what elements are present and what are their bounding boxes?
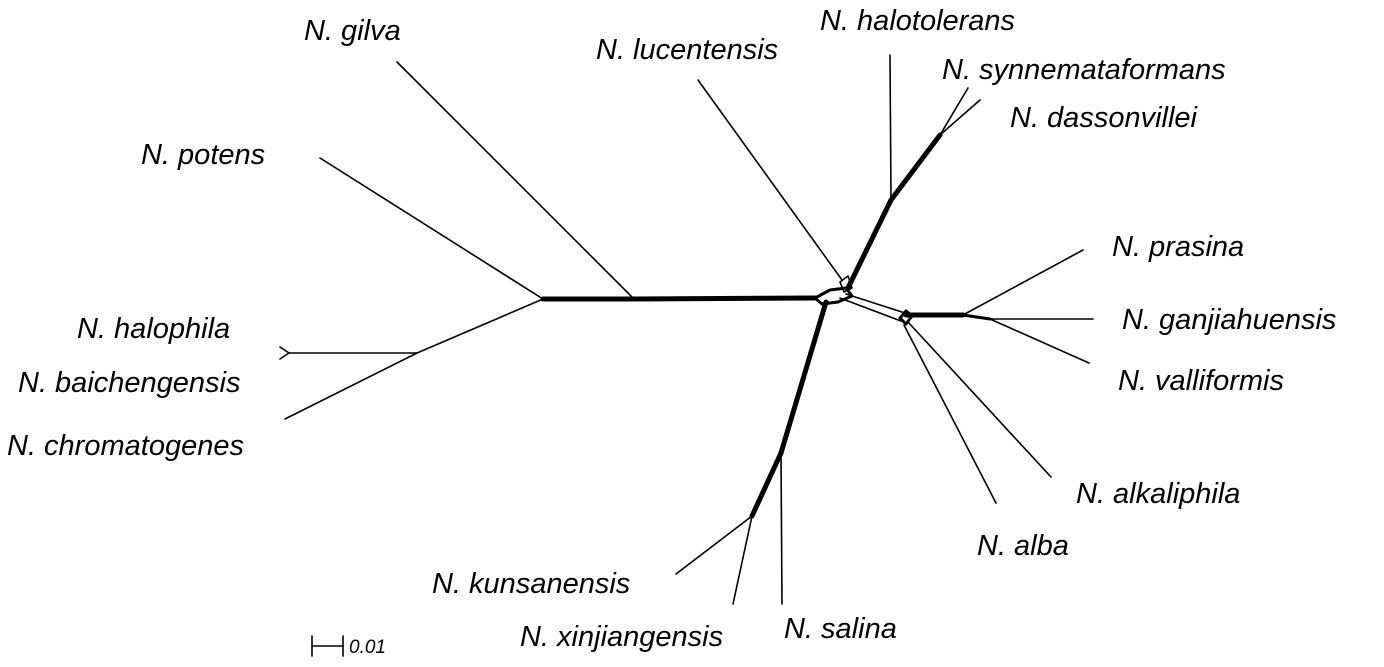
edge-bottom-backbone [778, 299, 829, 456]
label-halotolerans: N. halotolerans [820, 5, 1015, 37]
edge-chromatogenes-group [416, 298, 544, 354]
label-xinjiangensis: N. xinjiangensis [520, 621, 723, 653]
edge-top-backbone [845, 197, 894, 291]
bottom-cluster-edges [675, 299, 829, 605]
edge-alkaliphila [907, 321, 1052, 478]
edge-center-to-right [845, 293, 906, 314]
label-lucentensis: N. lucentensis [596, 34, 778, 66]
label-kunsanensis: N. kunsanensis [432, 568, 630, 600]
label-alkaliphila: N. alkaliphila [1076, 478, 1240, 510]
edge-potens [319, 157, 544, 300]
edge-center-to-right-b [839, 297, 902, 322]
label-prasina: N. prasina [1112, 231, 1244, 263]
edge-xinjiangensis [732, 515, 753, 605]
taxon-labels: N. gilva N. potens N. halophila N. baich… [7, 5, 1336, 653]
edge-alba [903, 324, 997, 504]
label-gilva: N. gilva [304, 15, 401, 47]
scale-bar-label: 0.01 [349, 637, 386, 658]
label-alba: N. alba [977, 530, 1069, 562]
edge-halophila-tip [279, 346, 290, 354]
label-salina: N. salina [784, 613, 897, 645]
edge-halotolerans [889, 54, 892, 201]
right-cluster-edges [903, 249, 1094, 504]
edge-synnemataformans [939, 87, 969, 136]
edge-kunsanensis [675, 515, 753, 575]
label-potens: N. potens [141, 139, 265, 171]
edge-bottom-backbone-lower [749, 450, 784, 519]
edge-dassonvillei [939, 99, 981, 136]
label-dassonvillei: N. dassonvillei [1010, 102, 1199, 134]
label-synnemataformans: N. synnemataformans [942, 54, 1226, 86]
edge-baichengensis-tip [279, 352, 290, 360]
edge-lucentensis [697, 79, 843, 281]
edge-right-backbone-b [961, 313, 992, 321]
edge-chromatogenes [284, 352, 418, 420]
central-reticulation [813, 275, 914, 326]
left-cluster-edges [279, 61, 818, 420]
central-box-2 [839, 275, 853, 293]
label-chromatogenes: N. chromatogenes [7, 430, 244, 462]
edge-gilva [396, 61, 634, 299]
edge-top-backbone-upper [888, 132, 943, 203]
edge-salina [780, 452, 783, 605]
label-valliformis: N. valliformis [1118, 365, 1284, 397]
label-halophila: N. halophila [77, 313, 230, 345]
scale-bar: 0.01 [311, 635, 386, 658]
edge-prasina [962, 249, 1084, 316]
edge-valliformis [989, 318, 1090, 364]
top-cluster-edges [697, 54, 981, 291]
label-baichengensis: N. baichengensis [18, 367, 240, 399]
label-ganjiahuensis: N. ganjiahuensis [1122, 304, 1336, 336]
edge-left-backbone-b [630, 295, 818, 302]
